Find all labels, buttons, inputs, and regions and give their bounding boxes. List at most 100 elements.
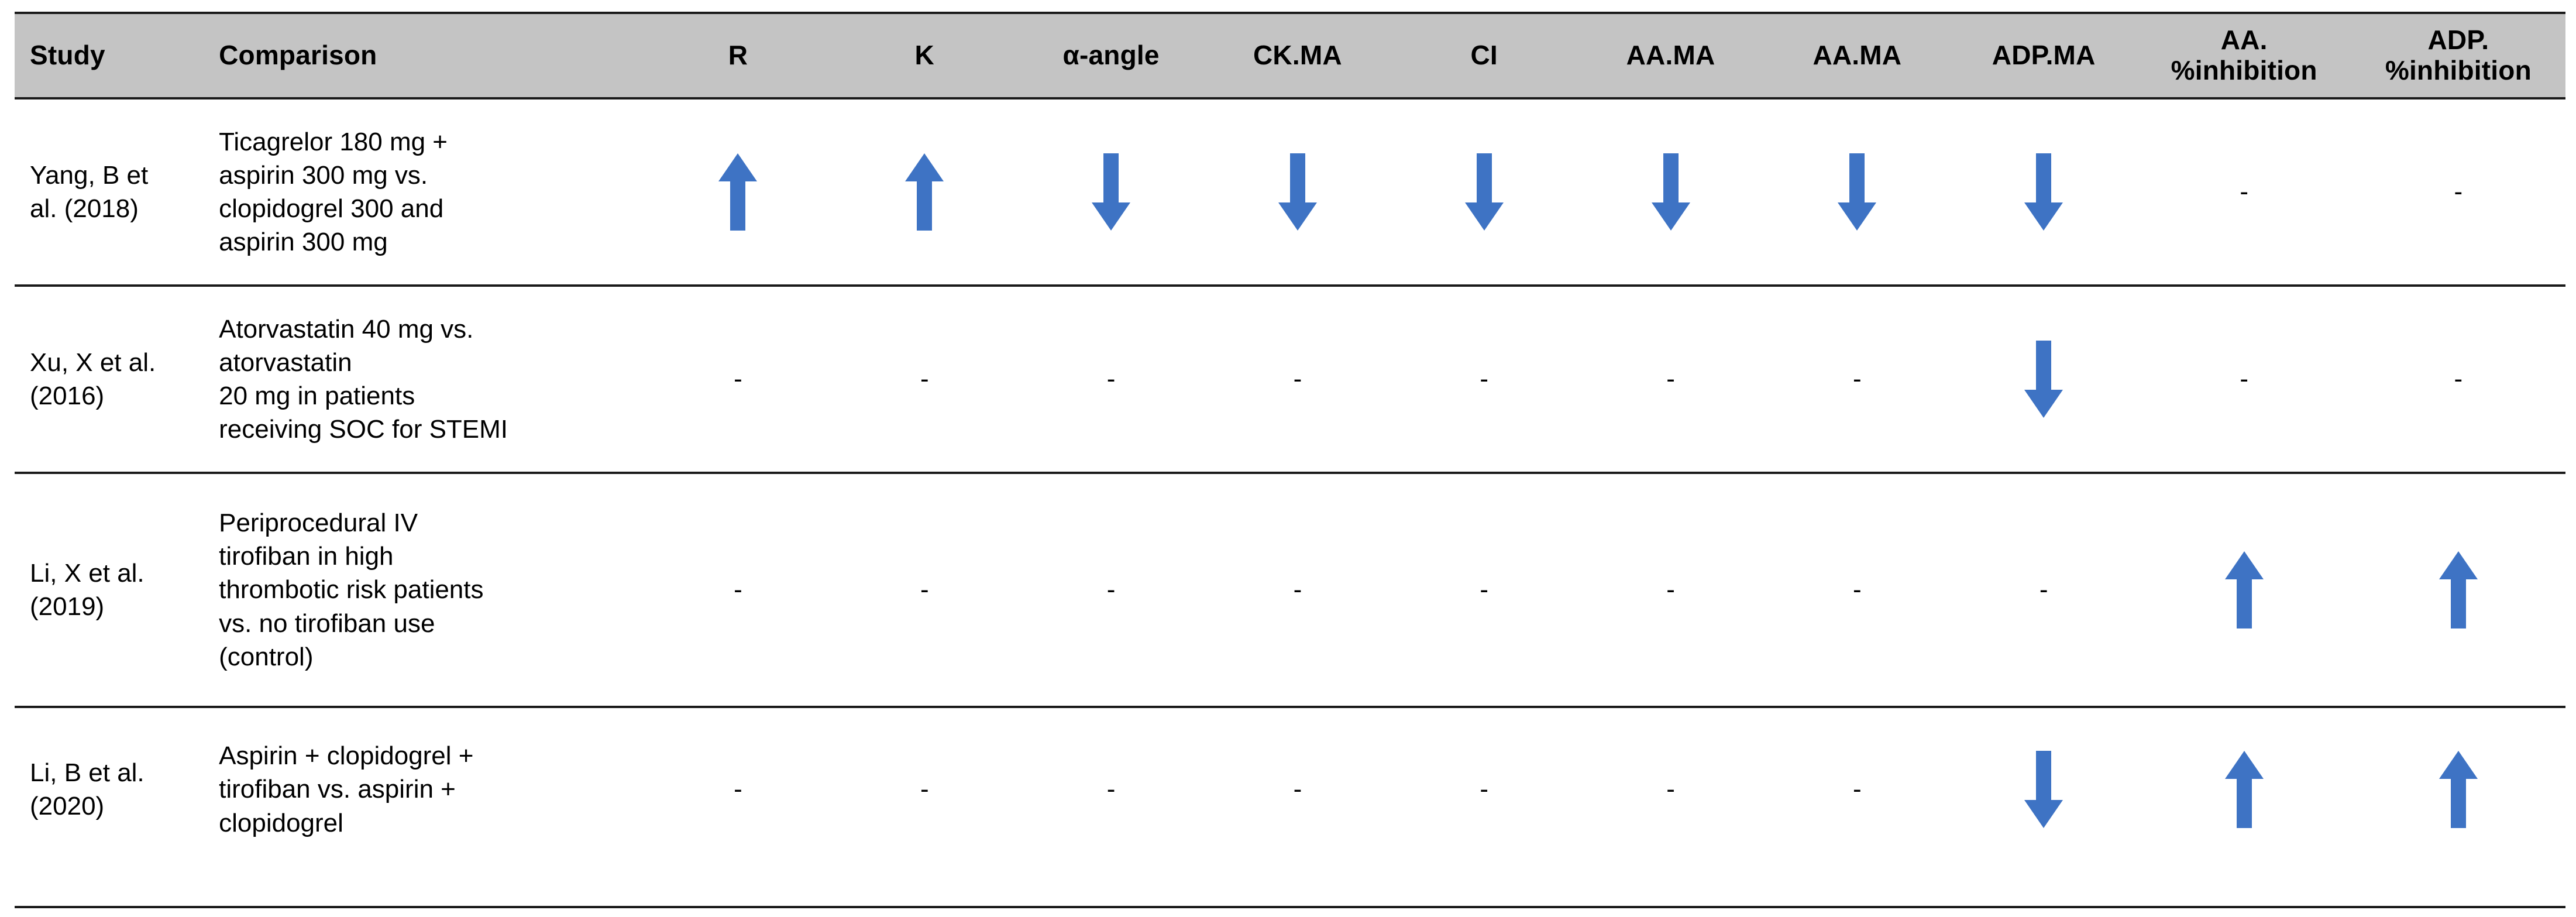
table-row: Xu, X et al. (2016) Atorvastatin 40 mg vs…	[15, 286, 2565, 474]
column-header-aa-inhibition-label: AA.	[2220, 25, 2268, 56]
column-header-k: K	[831, 12, 1018, 99]
column-header-study-label: Study	[30, 40, 105, 71]
arrow-up-icon	[2223, 748, 2266, 830]
column-header-alpha-angle-label: α-angle	[1062, 40, 1160, 71]
cell-increase	[2137, 707, 2351, 908]
column-header-r: R	[645, 12, 831, 99]
no-data-dash: -	[920, 775, 929, 804]
no-data-dash: -	[2240, 177, 2248, 207]
cell-increase	[2351, 473, 2565, 708]
cell-no-data: -	[1017, 473, 1205, 708]
table-row: Li, B et al. (2020) Aspirin + clopidogrel…	[15, 707, 2565, 908]
no-data-dash: -	[1853, 775, 1862, 804]
column-header-aa-inhibition-sublabel: %inhibition	[2171, 55, 2317, 85]
column-header-ci: CI	[1391, 12, 1578, 99]
column-header-adp-inhibition: ADP. %inhibition	[2351, 12, 2565, 99]
cell-study: Li, X et al. (2019)	[15, 473, 204, 708]
table-row: Yang, B et al. (2018)Ticagrelor 180 mg +…	[15, 98, 2565, 287]
no-data-dash: -	[2240, 365, 2248, 394]
cell-decrease	[1577, 98, 1764, 287]
cell-no-data: -	[2351, 98, 2565, 287]
cell-decrease	[1763, 98, 1951, 287]
cell-no-data: -	[831, 286, 1018, 474]
cell-no-data: -	[645, 473, 831, 708]
no-data-dash: -	[1106, 775, 1116, 804]
arrow-up-icon	[2437, 549, 2480, 631]
cell-no-data: -	[831, 707, 1018, 908]
comparison-description: Periprocedural IV tirofiban in high thro…	[219, 509, 484, 671]
cell-no-data: -	[1577, 707, 1764, 908]
cell-comparison: Aspirin + clopidogrel + tirofiban vs. as…	[204, 707, 645, 908]
cell-increase	[831, 98, 1018, 287]
study-citation: Xu, X et al. (2016)	[30, 348, 156, 410]
column-header-ci-label: CI	[1470, 40, 1498, 71]
arrow-up-icon	[2437, 748, 2480, 830]
cell-no-data: -	[1391, 286, 1578, 474]
cell-study: Li, B et al. (2020)	[15, 707, 204, 908]
column-header-aa-ma-1-label: AA.MA	[1626, 40, 1715, 71]
comparison-description: Atorvastatin 40 mg vs. atorvastatin 20 m…	[219, 314, 508, 444]
column-header-study: Study	[15, 12, 204, 99]
no-data-dash: -	[734, 775, 742, 804]
cell-no-data: -	[1763, 707, 1951, 908]
no-data-dash: -	[2454, 365, 2463, 394]
cell-no-data: -	[645, 707, 831, 908]
column-header-adp-inhibition-label: ADP.	[2427, 25, 2489, 56]
no-data-dash: -	[734, 365, 742, 394]
study-citation: Li, X et al. (2019)	[30, 558, 145, 621]
arrow-up-icon	[2223, 549, 2266, 631]
column-header-alpha-angle: α-angle	[1017, 12, 1205, 99]
arrow-down-icon	[2022, 151, 2065, 233]
cell-decrease	[1017, 98, 1205, 287]
cell-no-data: -	[1017, 286, 1205, 474]
arrow-down-icon	[1276, 151, 1319, 233]
arrow-down-icon	[1463, 151, 1506, 233]
cell-no-data: -	[1391, 473, 1578, 708]
comparison-description: Aspirin + clopidogrel + tirofiban vs. as…	[219, 741, 474, 837]
cell-decrease	[1950, 707, 2137, 908]
cell-no-data: -	[1204, 707, 1391, 908]
study-citation: Li, B et al. (2020)	[30, 758, 145, 820]
column-header-ck-ma: CK.MA	[1204, 12, 1391, 99]
header-row: Study Comparison R K α-angle CK.MA	[15, 12, 2565, 99]
cell-no-data: -	[1391, 707, 1578, 908]
arrow-down-icon	[2022, 338, 2065, 420]
no-data-dash: -	[920, 575, 929, 605]
cell-increase	[645, 98, 831, 287]
comparison-description: Ticagrelor 180 mg + aspirin 300 mg vs. c…	[219, 127, 448, 257]
cell-no-data: -	[1950, 473, 2137, 708]
no-data-dash: -	[1480, 365, 1489, 394]
no-data-dash: -	[1666, 775, 1675, 804]
cell-comparison: Periprocedural IV tirofiban in high thro…	[204, 473, 645, 708]
column-header-r-label: R	[728, 40, 748, 71]
column-header-comparison-label: Comparison	[219, 40, 377, 71]
no-data-dash: -	[1106, 365, 1116, 394]
cell-increase	[2137, 473, 2351, 708]
cell-no-data: -	[1204, 473, 1391, 708]
no-data-dash: -	[1853, 365, 1862, 394]
column-header-comparison: Comparison	[204, 12, 645, 99]
cell-no-data: -	[1577, 473, 1764, 708]
no-data-dash: -	[734, 575, 742, 605]
cell-no-data: -	[1577, 286, 1764, 474]
no-data-dash: -	[2039, 575, 2048, 605]
cell-study: Yang, B et al. (2018)	[15, 98, 204, 287]
table-header: Study Comparison R K α-angle CK.MA	[15, 12, 2565, 99]
column-header-adp-ma-label: ADP.MA	[1992, 40, 2096, 71]
arrow-up-icon	[903, 151, 946, 233]
cell-no-data: -	[1017, 707, 1205, 908]
column-header-aa-ma-2: AA.MA	[1763, 12, 1951, 99]
table-body: Yang, B et al. (2018)Ticagrelor 180 mg +…	[15, 98, 2565, 908]
column-header-adp-inhibition-sublabel: %inhibition	[2385, 55, 2532, 85]
no-data-dash: -	[1293, 775, 1302, 804]
cell-no-data: -	[831, 473, 1018, 708]
cell-no-data: -	[2351, 286, 2565, 474]
cell-increase	[2351, 707, 2565, 908]
no-data-dash: -	[1106, 575, 1116, 605]
cell-no-data: -	[2137, 98, 2351, 287]
no-data-dash: -	[1666, 365, 1675, 394]
column-header-adp-ma: ADP.MA	[1950, 12, 2137, 99]
arrow-down-icon	[1835, 151, 1879, 233]
cell-no-data: -	[2137, 286, 2351, 474]
no-data-dash: -	[1853, 575, 1862, 605]
